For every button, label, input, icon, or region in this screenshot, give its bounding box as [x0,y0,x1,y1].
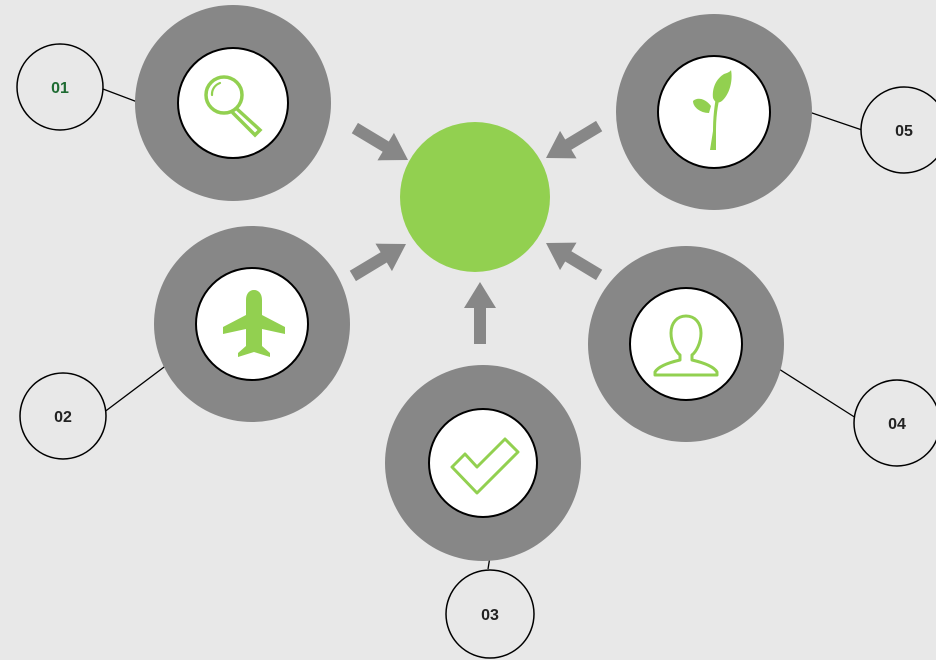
label-03: 03 [481,607,499,624]
magnifier-icon [204,75,263,138]
arrow-04 [546,242,603,281]
arrow-01 [351,122,408,161]
label-02: 02 [54,409,72,426]
sprout-icon [693,70,732,150]
arrow-05 [546,120,603,159]
label-05: 05 [895,123,913,140]
label-bubble-05 [860,86,936,174]
label-bubble-02 [19,372,107,460]
arrow-03 [464,282,496,344]
labels: 01 02 03 04 05 [51,80,913,624]
label-bubbles [16,43,936,659]
label-bubble-03 [445,569,535,659]
airplane-icon [223,290,285,357]
label-04: 04 [888,416,906,433]
icon-circle-01 [177,47,289,159]
checkmark-icon [450,437,520,495]
arrows [349,120,603,344]
person-icon [653,314,719,377]
center-hub [400,122,550,272]
label-bubble-01 [16,43,104,131]
label-01: 01 [51,80,69,97]
arrow-02 [349,243,406,282]
icon-circle-04 [629,287,743,401]
label-bubble-04 [853,379,936,467]
